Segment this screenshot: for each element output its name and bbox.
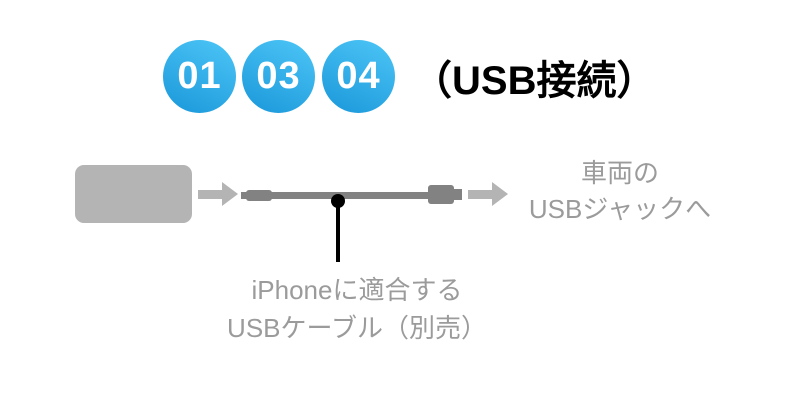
step-badge-03: 03 (242, 40, 315, 113)
step-badge-03-label: 03 (256, 55, 301, 97)
arrow-shaft (468, 190, 492, 199)
arrow-head (492, 182, 508, 206)
step-badge-01: 01 (163, 40, 236, 113)
flow-arrow-left-icon (198, 182, 238, 207)
step-badge-01-label: 01 (177, 55, 222, 97)
callout-line (336, 201, 340, 262)
cable-callout-label: iPhoneに適合する USBケーブル（別売） (207, 271, 507, 347)
flow-arrow-right-icon (468, 182, 508, 207)
step-badge-04-label: 04 (336, 55, 381, 97)
usb-plug-right-tip (454, 189, 462, 200)
destination-label-line2: USBジャックへ (528, 194, 712, 224)
cable-callout-label-line2: USBケーブル（別売） (227, 313, 487, 343)
cable-plug-left-tip (241, 192, 247, 199)
destination-label-line1: 車両の (580, 158, 659, 188)
cable-callout-label-line1: iPhoneに適合する (251, 275, 463, 305)
destination-label: 車両の USBジャックへ (510, 155, 730, 227)
arrow-shaft (198, 190, 222, 199)
arrow-head (222, 182, 238, 206)
page-title: （USB接続） (412, 58, 657, 103)
usb-plug-right-icon (428, 185, 454, 204)
step-badge-04: 04 (322, 40, 395, 113)
device-box (75, 165, 192, 223)
